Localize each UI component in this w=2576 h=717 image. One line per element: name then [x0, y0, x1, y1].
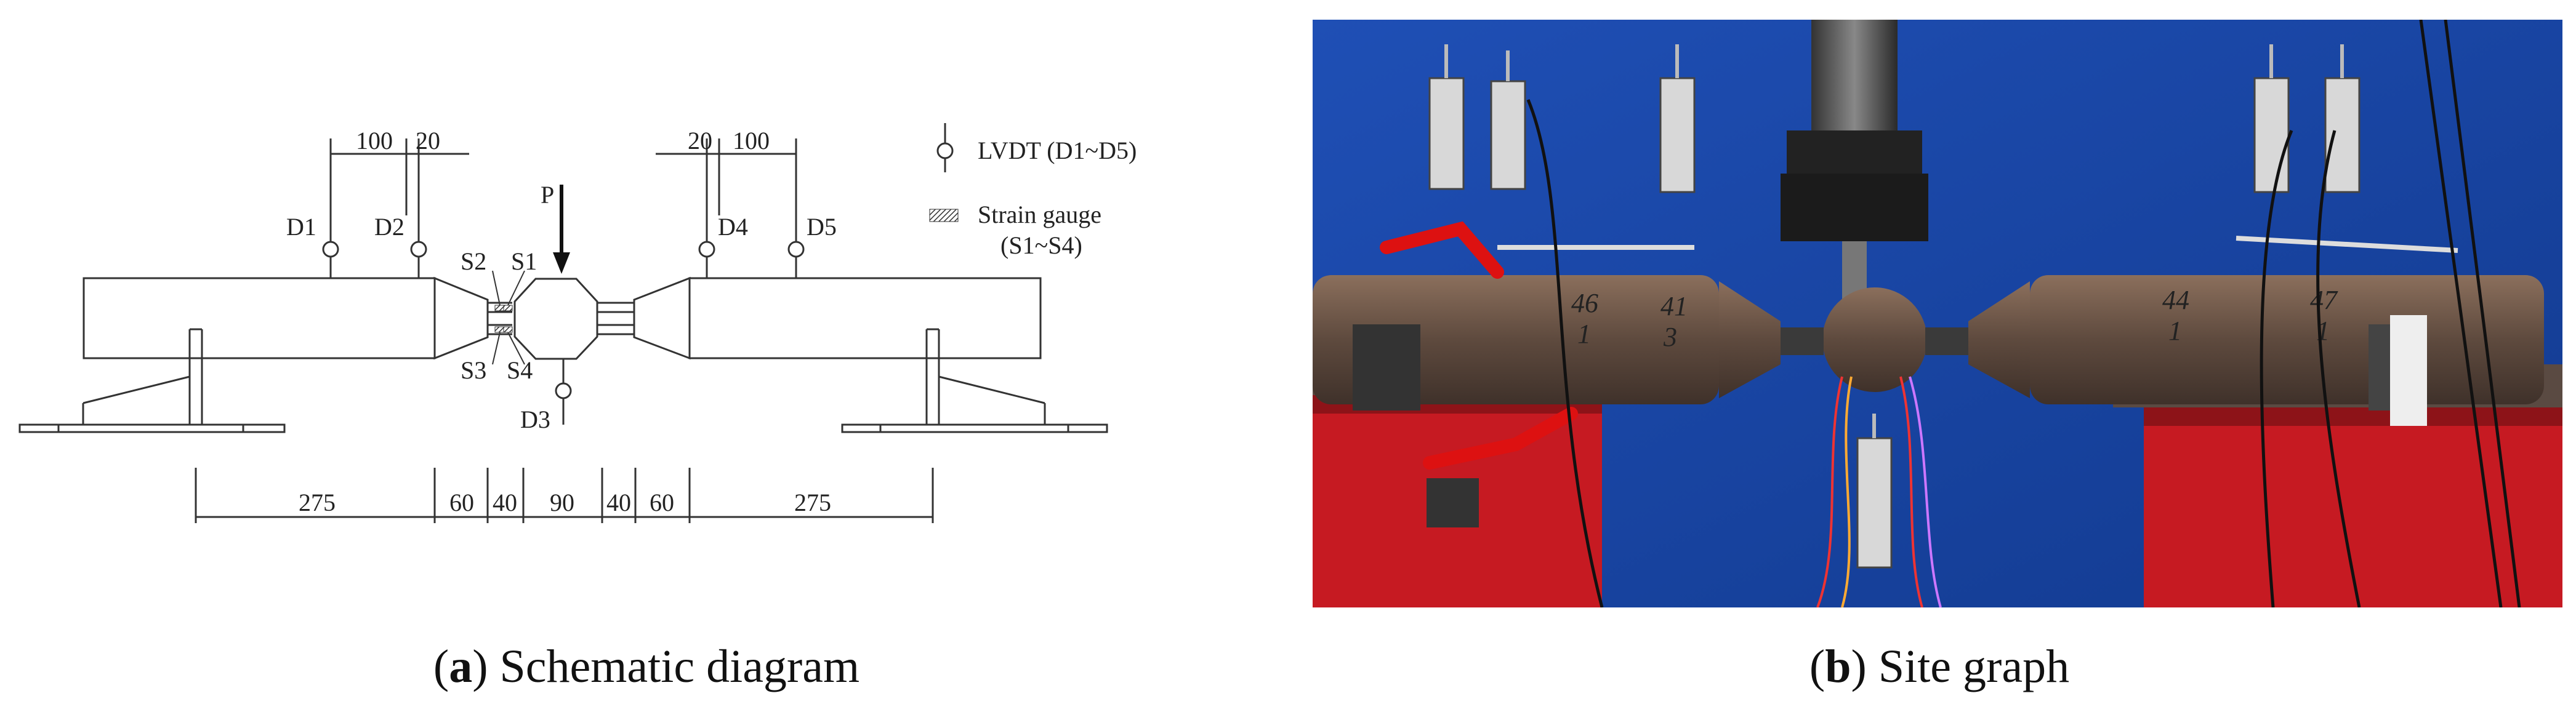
- left-support-base: [18, 423, 286, 433]
- caption-a-letter: a: [449, 641, 473, 692]
- legend-strain-icon: [929, 209, 959, 222]
- dim-bottom-275-left: 275: [299, 489, 336, 516]
- site-photo: 46 1 41 3 44 1 47 1: [1313, 20, 2562, 607]
- dim-bottom-40-right: 40: [606, 489, 631, 516]
- lvdt-body-6: [1856, 437, 1893, 569]
- lvdt-body-2: [1490, 80, 1526, 190]
- left-beam: [83, 277, 436, 359]
- strain-gauge-s4: [503, 326, 513, 333]
- left-taper: [433, 276, 489, 360]
- lvdt-label-d5: D5: [807, 213, 837, 241]
- mark-1: 46: [1571, 288, 1598, 318]
- central-joint: [513, 278, 598, 360]
- lvdt-label-d2: D2: [374, 213, 405, 241]
- lvdt-body-4: [2253, 77, 2290, 193]
- dim-bottom-60-left: 60: [449, 489, 474, 516]
- dim-bottom-90: 90: [550, 489, 574, 516]
- dim-top-right-100: 100: [733, 127, 770, 154]
- caption-b-text: Site graph: [1878, 641, 2070, 692]
- legend-lvdt-text: LVDT (D1~D5): [978, 137, 1137, 164]
- strain-gauge-s3: [494, 326, 504, 333]
- caption-b: (b) Site graph: [1809, 641, 2070, 692]
- dim-bottom-40-left: 40: [493, 489, 517, 516]
- right-support-base: [841, 423, 1108, 433]
- right-taper: [633, 276, 691, 360]
- strain-label-s4: S4: [507, 356, 533, 384]
- caption-a-text: Schematic diagram: [499, 641, 860, 692]
- mark-7: 47: [2310, 285, 2338, 315]
- strain-gauge-s2: [494, 305, 504, 311]
- right-tube-beam: [2030, 275, 2544, 404]
- lvdt-body-3: [1659, 77, 1696, 193]
- lvdt-d5-symbol: [787, 241, 805, 258]
- schematic-diagram: P D1 D2 D3 D4 D5 S2 S1 S3 S4 100 20 20 1…: [18, 123, 1137, 523]
- mark-5: 44: [2162, 285, 2189, 315]
- lvdt-d3-symbol: [555, 382, 572, 399]
- caption-b-letter: b: [1825, 641, 1851, 692]
- strain-gauge-s1: [503, 305, 513, 311]
- legend-strain-text-2: (S1~S4): [1000, 231, 1082, 259]
- dim-bottom-275-right: 275: [794, 489, 831, 516]
- lvdt-body-1: [1428, 77, 1465, 190]
- strain-label-s1: S1: [511, 247, 537, 275]
- lvdt-label-d3: D3: [520, 406, 550, 433]
- legend-strain-text-1: Strain gauge: [978, 201, 1101, 228]
- lvdt-label-d4: D4: [718, 213, 748, 241]
- mark-6: 1: [2168, 316, 2182, 346]
- loading-ram: [1811, 20, 1898, 130]
- central-ball-joint: [1822, 287, 1927, 392]
- lvdt-body-5: [2324, 77, 2361, 193]
- mark-3: 41: [1660, 291, 1688, 321]
- load-arrow: [553, 185, 570, 274]
- caption-a: (a) Schematic diagram: [433, 641, 860, 692]
- strain-label-s2: S2: [461, 247, 486, 275]
- dim-top-left-100: 100: [356, 127, 393, 154]
- dim-top-left-20: 20: [416, 127, 440, 154]
- lvdt-label-d1: D1: [286, 213, 316, 241]
- mark-2: 1: [1577, 319, 1591, 349]
- legend-lvdt-icon: [936, 142, 954, 159]
- load-label: P: [541, 181, 554, 209]
- lvdt-d4-symbol: [698, 241, 715, 258]
- mark-4: 3: [1663, 322, 1677, 352]
- dim-bottom-60-right: 60: [650, 489, 674, 516]
- right-beam: [688, 277, 1042, 359]
- lvdt-d2-symbol: [410, 241, 427, 258]
- lvdt-d1-symbol: [322, 241, 339, 258]
- dim-top-right-20: 20: [688, 127, 712, 154]
- strain-label-s3: S3: [461, 356, 486, 384]
